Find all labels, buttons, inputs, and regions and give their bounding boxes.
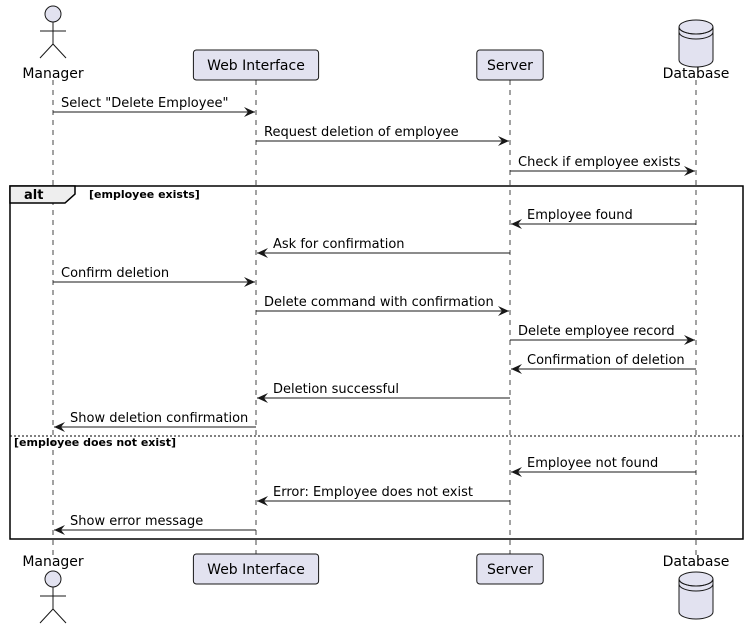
message-1: Select "Delete Employee" xyxy=(53,96,255,117)
participant-db-top: Database xyxy=(663,19,730,82)
message-4: Employee found xyxy=(511,208,696,229)
participant-label-db-top: Database xyxy=(663,66,730,82)
message-label: Show deletion confirmation xyxy=(70,411,248,426)
message-6: Confirm deletion xyxy=(53,266,255,287)
participant-web-top: Web Interface xyxy=(192,49,320,81)
message-label: Ask for confirmation xyxy=(273,237,405,252)
message-label: Employee found xyxy=(527,208,633,223)
message-label: Show error message xyxy=(70,514,203,529)
participant-web-bottom: Web Interface xyxy=(192,553,320,585)
message-label: Confirm deletion xyxy=(61,266,169,281)
message-label: Delete command with confirmation xyxy=(264,295,494,310)
message-9: Confirmation of deletion xyxy=(511,353,696,374)
participant-label-manager-bottom: Manager xyxy=(22,554,84,570)
participant-label-server-bottom: Server xyxy=(487,562,533,578)
participant-label-server-top: Server xyxy=(487,58,533,74)
message-10: Deletion successful xyxy=(257,382,510,403)
message-2: Request deletion of employee xyxy=(256,125,509,146)
participant-label-db-bottom: Database xyxy=(663,554,730,570)
participant-label-web-top: Web Interface xyxy=(207,58,305,74)
alt-condition-1: [employee exists] xyxy=(89,188,200,201)
message-label: Confirmation of deletion xyxy=(527,353,685,368)
message-label: Deletion successful xyxy=(273,382,399,397)
message-label: Employee not found xyxy=(527,456,658,471)
participant-manager-bottom: Manager xyxy=(22,554,84,624)
message-label: Request deletion of employee xyxy=(264,125,459,140)
participant-server-bottom: Server xyxy=(476,553,544,585)
message-12: Employee not found xyxy=(511,456,696,477)
participant-server-top: Server xyxy=(476,49,544,81)
message-7: Delete command with confirmation xyxy=(256,295,509,316)
message-label: Error: Employee does not exist xyxy=(273,485,473,500)
message-11: Show deletion confirmation xyxy=(54,411,256,432)
alt-frame: alt [employee exists] [employee does not e… xyxy=(9,185,744,540)
message-label: Select "Delete Employee" xyxy=(61,96,228,111)
message-label: Delete employee record xyxy=(518,324,675,339)
participant-label-web-bottom: Web Interface xyxy=(207,562,305,578)
alt-condition-2: [employee does not exist] xyxy=(14,436,176,449)
message-8: Delete employee record xyxy=(510,324,695,345)
message-13: Error: Employee does not exist xyxy=(257,485,510,506)
participant-manager-top: Manager xyxy=(22,5,84,82)
alt-keyword: alt xyxy=(24,188,43,203)
message-5: Ask for confirmation xyxy=(257,237,510,258)
participant-label-manager-top: Manager xyxy=(22,66,84,82)
message-3: Check if employee exists xyxy=(510,155,695,176)
participant-db-bottom: Database xyxy=(663,554,730,620)
message-14: Show error message xyxy=(54,514,256,535)
message-label: Check if employee exists xyxy=(518,155,681,170)
